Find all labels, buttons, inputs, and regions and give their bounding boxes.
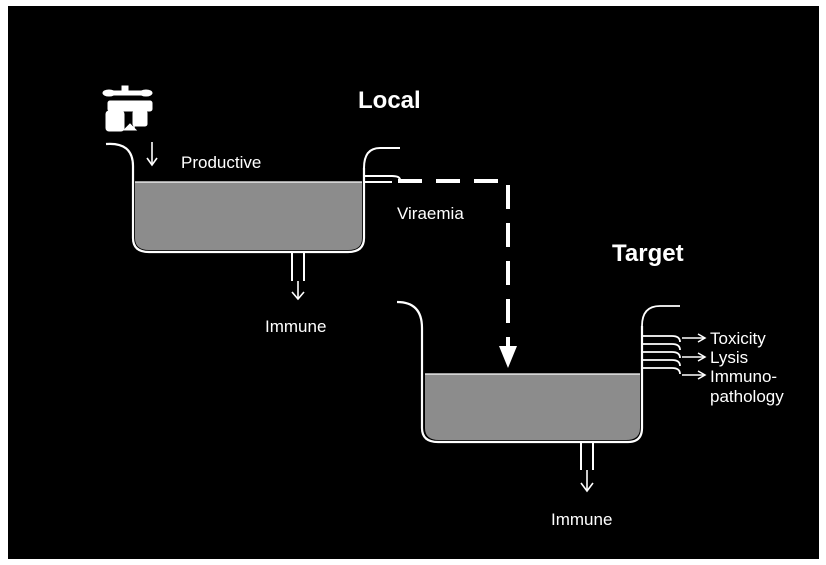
immune-target-label: Immune bbox=[551, 510, 612, 529]
local-water bbox=[135, 182, 362, 250]
viraemia-label: Viraemia bbox=[397, 204, 464, 223]
diagram-canvas: Local Target Productive Viraemia Immune … bbox=[102, 85, 784, 529]
local-basin bbox=[105, 142, 401, 301]
tap-icon bbox=[102, 85, 158, 167]
output-pathology: pathology bbox=[710, 387, 784, 406]
target-title: Target bbox=[612, 240, 684, 267]
local-title: Local bbox=[358, 87, 421, 114]
target-overflow-coils bbox=[641, 305, 681, 375]
immune-local-label: Immune bbox=[265, 317, 326, 336]
viraemia-arrowhead bbox=[499, 346, 517, 368]
target-basin-outline bbox=[396, 300, 644, 444]
productive-label: Productive bbox=[181, 153, 261, 172]
local-overflow-lip bbox=[363, 147, 401, 183]
target-basin bbox=[396, 300, 707, 493]
target-drain-pipe bbox=[580, 442, 594, 493]
output-immuno: Immuno- bbox=[710, 367, 777, 386]
output-lysis: Lysis bbox=[710, 348, 748, 367]
viraemia-path bbox=[398, 179, 517, 368]
sink-model-diagram: Local Target Productive Viraemia Immune … bbox=[8, 6, 819, 559]
target-water bbox=[425, 374, 640, 440]
local-basin-outline bbox=[105, 142, 366, 254]
output-toxicity: Toxicity bbox=[710, 329, 766, 348]
local-drain-pipe bbox=[291, 252, 305, 301]
output-arrows bbox=[682, 333, 707, 380]
